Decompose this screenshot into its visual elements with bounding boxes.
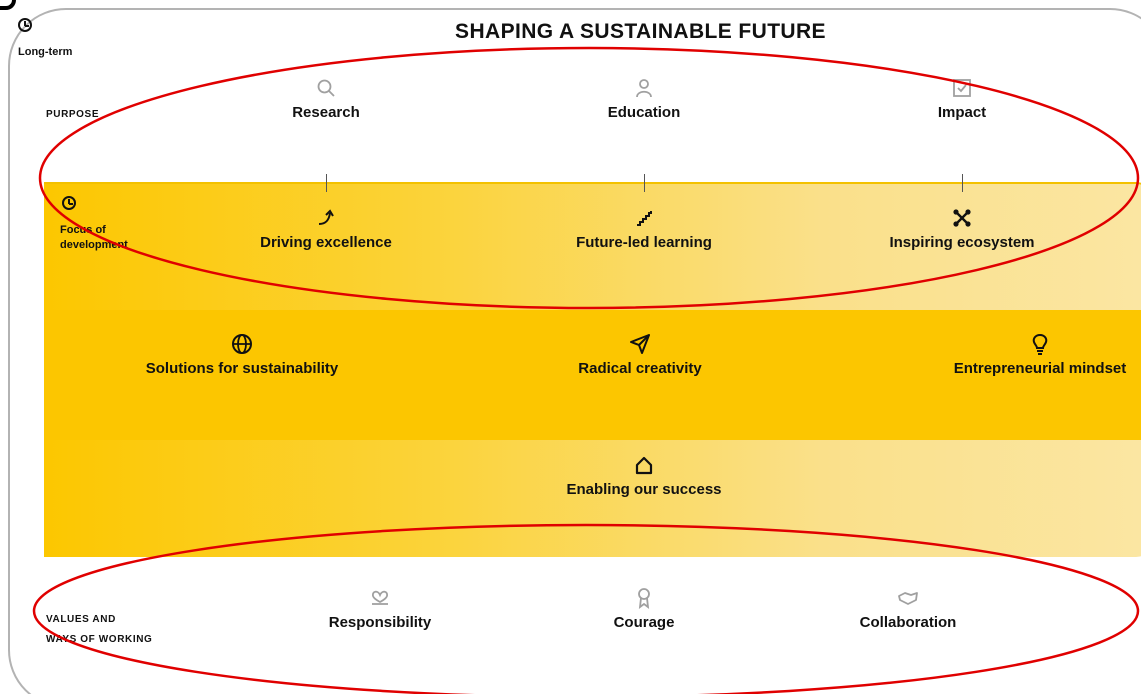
focus-item-driving-excellence: Driving excellence (206, 206, 446, 251)
focus-item-label: Inspiring ecosystem (889, 234, 1035, 251)
middle-item-radical-creativity: Radical creativity (520, 332, 760, 377)
focus-item-future-led-learning: Future-led learning (524, 206, 764, 251)
focus-label-line1: Focus of (60, 224, 106, 236)
middle-item-label: Solutions for sustainability (145, 360, 339, 377)
middle-item-label: Entrepreneurial mindset (953, 360, 1127, 377)
purpose-item-label: Education (607, 104, 681, 121)
enabling-item: Enabling our success (524, 453, 764, 498)
corner-mark (0, 0, 16, 10)
values-item-collaboration: Collaboration (788, 586, 1028, 631)
values-item-responsibility: Responsibility (260, 586, 500, 631)
values-label-line2: WAYS OF WORKING (46, 634, 153, 645)
long-term-clock-icon (18, 18, 32, 32)
values-item-courage: Courage (524, 586, 764, 631)
purpose-item-research: Research (206, 76, 446, 121)
middle-item-entrepreneurial: Entrepreneurial mindset (920, 332, 1141, 377)
curved-arrow-icon (206, 206, 446, 230)
connector-tick (326, 174, 327, 192)
purpose-item-label: Impact (937, 104, 987, 121)
house-icon (524, 453, 764, 477)
handshake-icon (788, 586, 1028, 610)
focus-clock-icon (62, 196, 76, 210)
values-label-line1: VALUES AND (46, 614, 116, 625)
values-label: VALUES AND WAYS OF WORKING (46, 610, 152, 650)
paper-plane-icon (520, 332, 760, 356)
enabling-label: Enabling our success (566, 481, 722, 498)
hands-heart-icon (260, 586, 500, 610)
purpose-label: PURPOSE (46, 109, 100, 120)
values-item-label: Courage (613, 614, 675, 631)
network-icon (842, 206, 1082, 230)
globe-icon (122, 332, 362, 356)
focus-label: Focus of development (60, 223, 128, 253)
page-title: SHAPING A SUSTAINABLE FUTURE (455, 20, 826, 43)
purpose-item-education: Education (524, 76, 764, 121)
checkbox-icon (842, 76, 1082, 100)
values-item-label: Responsibility (328, 614, 432, 631)
middle-band (44, 310, 1141, 440)
outer-frame (8, 8, 1141, 694)
values-item-label: Collaboration (859, 614, 957, 631)
focus-item-label: Driving excellence (260, 234, 392, 251)
focus-item-inspiring-ecosystem: Inspiring ecosystem (842, 206, 1082, 251)
medal-icon (524, 586, 764, 610)
focus-label-line2: development (60, 239, 128, 251)
purpose-item-impact: Impact (842, 76, 1082, 121)
middle-item-solutions: Solutions for sustainability (122, 332, 362, 377)
connector-tick (962, 174, 963, 192)
search-icon (206, 76, 446, 100)
stairs-icon (524, 206, 764, 230)
connector-tick (644, 174, 645, 192)
person-icon (524, 76, 764, 100)
focus-item-label: Future-led learning (576, 234, 712, 251)
purpose-item-label: Research (292, 104, 360, 121)
middle-item-label: Radical creativity (578, 360, 702, 377)
lightbulb-icon (920, 332, 1141, 356)
long-term-label: Long-term (18, 46, 73, 58)
